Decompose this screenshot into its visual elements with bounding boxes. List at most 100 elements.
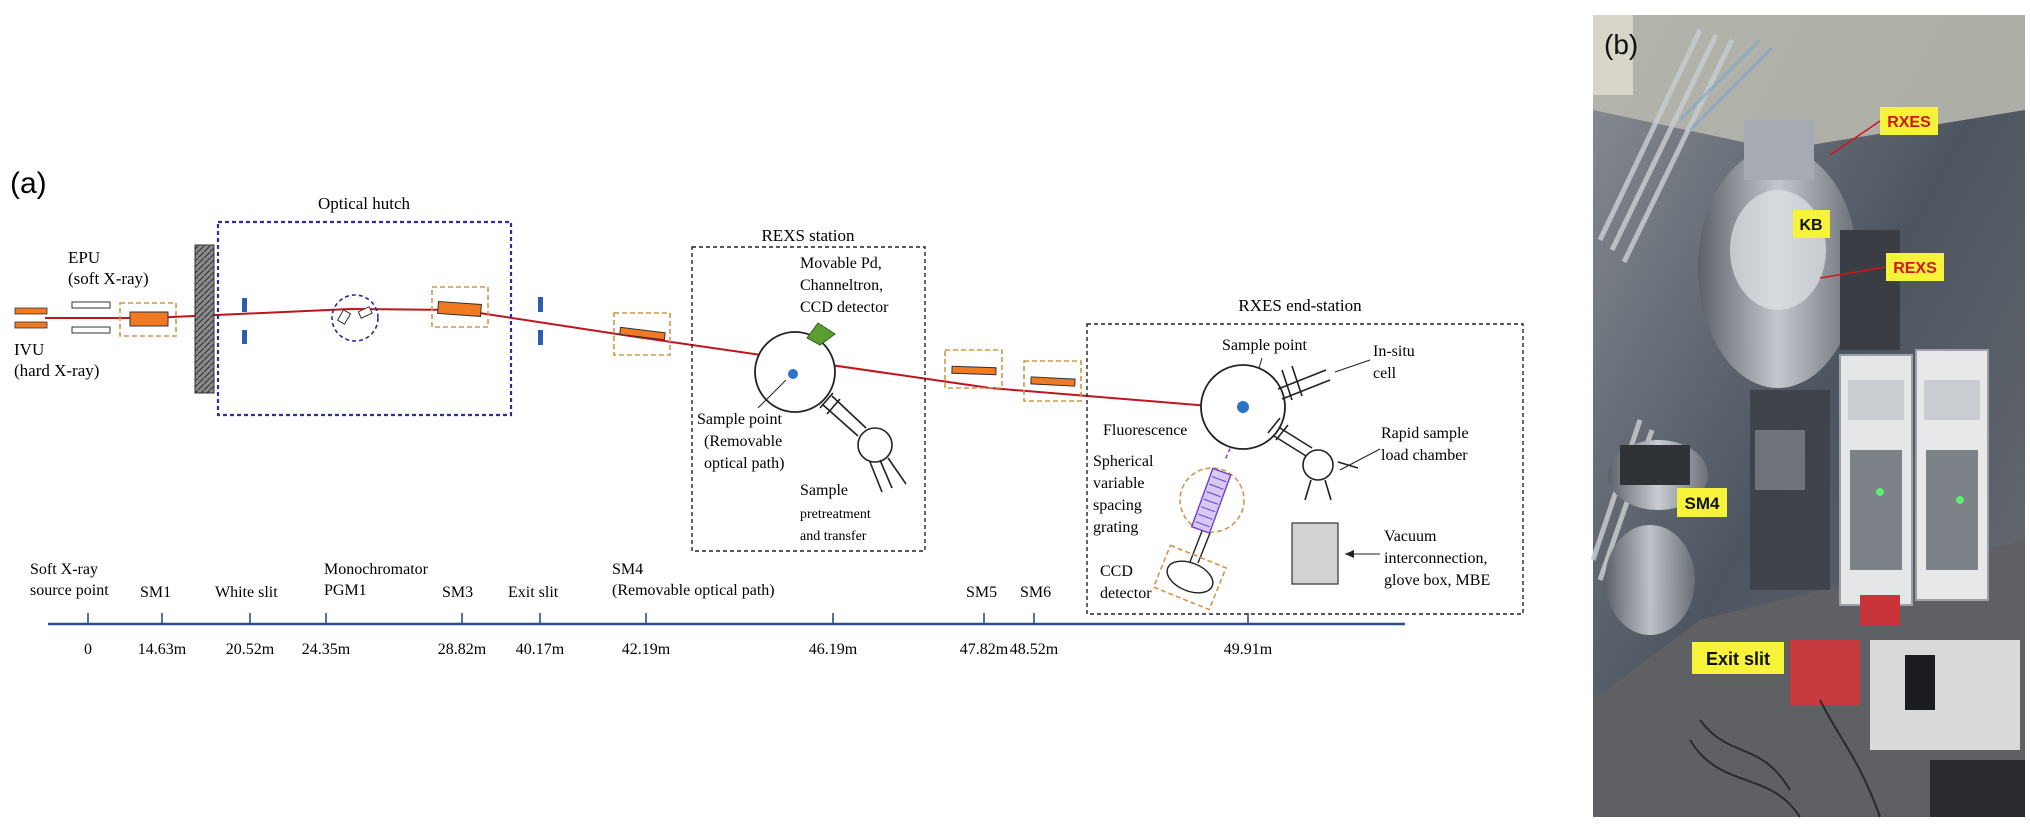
ccd-arm-1 — [1189, 530, 1203, 563]
load-line-2: load chamber — [1381, 447, 1468, 464]
optical-hutch-title: Optical hutch — [318, 194, 411, 213]
scale-distance: 47.82m — [960, 641, 1009, 658]
grating-line-4: grating — [1093, 519, 1138, 536]
fluorescence-label: Fluorescence — [1103, 422, 1187, 439]
svg-text:KB: KB — [1799, 217, 1822, 234]
svg-text:RXES: RXES — [1887, 114, 1931, 131]
insitu-line-2: cell — [1373, 365, 1397, 382]
sm4-mirror — [619, 326, 666, 341]
rexs-sample-leader — [757, 379, 787, 409]
vacuum-line-1: Vacuum — [1384, 528, 1437, 545]
glove-box-unit — [1291, 522, 1339, 585]
scale-component-label: (Removable optical path) — [612, 582, 775, 599]
sm6-box — [1023, 360, 1082, 402]
scale-component-label: SM3 — [442, 584, 473, 601]
scale-distance: 0 — [84, 641, 92, 658]
svg-text:SM4: SM4 — [1685, 494, 1721, 513]
vacuum-line-3: glove box, MBE — [1384, 572, 1490, 589]
ivu-label: IVU — [14, 340, 44, 359]
sm3-mirror — [437, 300, 482, 317]
pgm-mirror — [336, 309, 352, 325]
scale-distance: 42.19m — [622, 641, 671, 658]
pgm-grating — [357, 306, 373, 319]
sm3-box — [431, 286, 489, 328]
white-slit-top — [242, 298, 247, 312]
ivu-magnet-bottom — [14, 321, 48, 329]
panel-b-photo: (b) RXES KB REXS SM4 Exit slit — [1590, 15, 2025, 818]
equipment-racks — [1839, 349, 1989, 606]
rexs-sample-line-3: optical path) — [704, 455, 784, 472]
optical-hutch-box — [216, 220, 513, 417]
sm1-mirror — [129, 311, 169, 327]
shield-wall — [194, 244, 215, 394]
epu-desc: (soft X-ray) — [68, 269, 149, 288]
scale-component-label: White slit — [215, 584, 278, 601]
rxes-sample-point: Sample point — [1222, 337, 1307, 354]
load-leader — [1339, 448, 1381, 471]
rexs-detector-line-2: Channeltron, — [800, 277, 883, 294]
ccd-line-2: detector — [1100, 585, 1152, 602]
scale-component-label: Monochromator — [324, 561, 429, 578]
rexs-sample-line-2: (Removable — [704, 433, 782, 450]
grating-line-1: Spherical — [1093, 453, 1154, 470]
tag-rexs: REXS — [1886, 253, 1944, 281]
scale-component-label: source point — [30, 582, 109, 599]
tag-sm4: SM4 — [1677, 488, 1727, 517]
scale-distance: 28.82m — [438, 641, 487, 658]
sm5-mirror — [951, 365, 997, 376]
insitu-cell-arm — [1277, 365, 1331, 401]
rexs-pretreat-line-3: and transfer — [800, 529, 867, 544]
scale-distance: 14.63m — [138, 641, 187, 658]
ccd-box — [1152, 544, 1228, 611]
insitu-line-1: In-situ — [1373, 343, 1415, 360]
load-chamber-arm — [1267, 417, 1359, 501]
rxes-station-box — [1086, 323, 1524, 615]
tag-rxes: RXES — [1880, 107, 1938, 135]
sm6-mirror — [1030, 376, 1076, 387]
rexs-pretreat-line-1: Sample — [800, 482, 848, 499]
rexs-pretreat-line-2: pretreatment — [800, 507, 871, 522]
rxes-station-title: RXES end-station — [1238, 296, 1362, 315]
scale-component-label: SM6 — [1020, 584, 1051, 601]
grating-line-2: variable — [1093, 475, 1145, 492]
grating-line-3: spacing — [1093, 497, 1142, 514]
svg-text:Exit slit: Exit slit — [1706, 649, 1770, 669]
rexs-station-box — [691, 246, 926, 552]
ccd-detector — [1166, 560, 1214, 594]
scale-distance: 40.17m — [516, 641, 565, 658]
epu-magnet-bottom — [71, 326, 111, 334]
scale-distance: 20.52m — [226, 641, 275, 658]
scale-component-label: SM5 — [966, 584, 997, 601]
exit-slit-bottom — [538, 330, 543, 345]
panel-b-label: (b) — [1604, 29, 1638, 60]
white-slit-bottom — [242, 330, 247, 344]
rexs-station-title: REXS station — [761, 226, 855, 245]
tag-kb: KB — [1793, 210, 1830, 238]
scale-component-label: SM1 — [140, 584, 171, 601]
ivu-desc: (hard X-ray) — [14, 361, 99, 380]
beam-path — [45, 307, 1247, 410]
pgm-circle — [331, 294, 379, 342]
sm4-box — [613, 312, 671, 356]
exit-slit-top — [538, 297, 543, 312]
sm5-box — [944, 349, 1003, 389]
tag-exit-slit: Exit slit — [1692, 642, 1784, 674]
panel-a: (a) EPU (soft X-ray) IVU (hard X-ray) Op… — [10, 167, 1524, 658]
scale-component-label: SM4 — [612, 561, 643, 578]
scale-component-label: Exit slit — [508, 584, 559, 601]
grating-shape — [1190, 467, 1232, 535]
epu-label: EPU — [68, 248, 100, 267]
rexs-detector-line-1: Movable Pd, — [800, 255, 882, 272]
scale-distance: 48.52m — [1010, 641, 1059, 658]
svg-text:REXS: REXS — [1893, 260, 1937, 277]
rxes-sample-dot — [1237, 401, 1249, 413]
rexs-sample-line-1: Sample point — [697, 411, 782, 428]
insitu-leader — [1334, 359, 1371, 373]
sources: EPU (soft X-ray) IVU (hard X-ray) — [14, 248, 149, 380]
rexs-sample-dot — [788, 369, 798, 379]
rexs-transfer-arm — [819, 392, 907, 493]
panel-a-label: (a) — [10, 167, 47, 200]
load-line-1: Rapid sample — [1381, 425, 1469, 442]
